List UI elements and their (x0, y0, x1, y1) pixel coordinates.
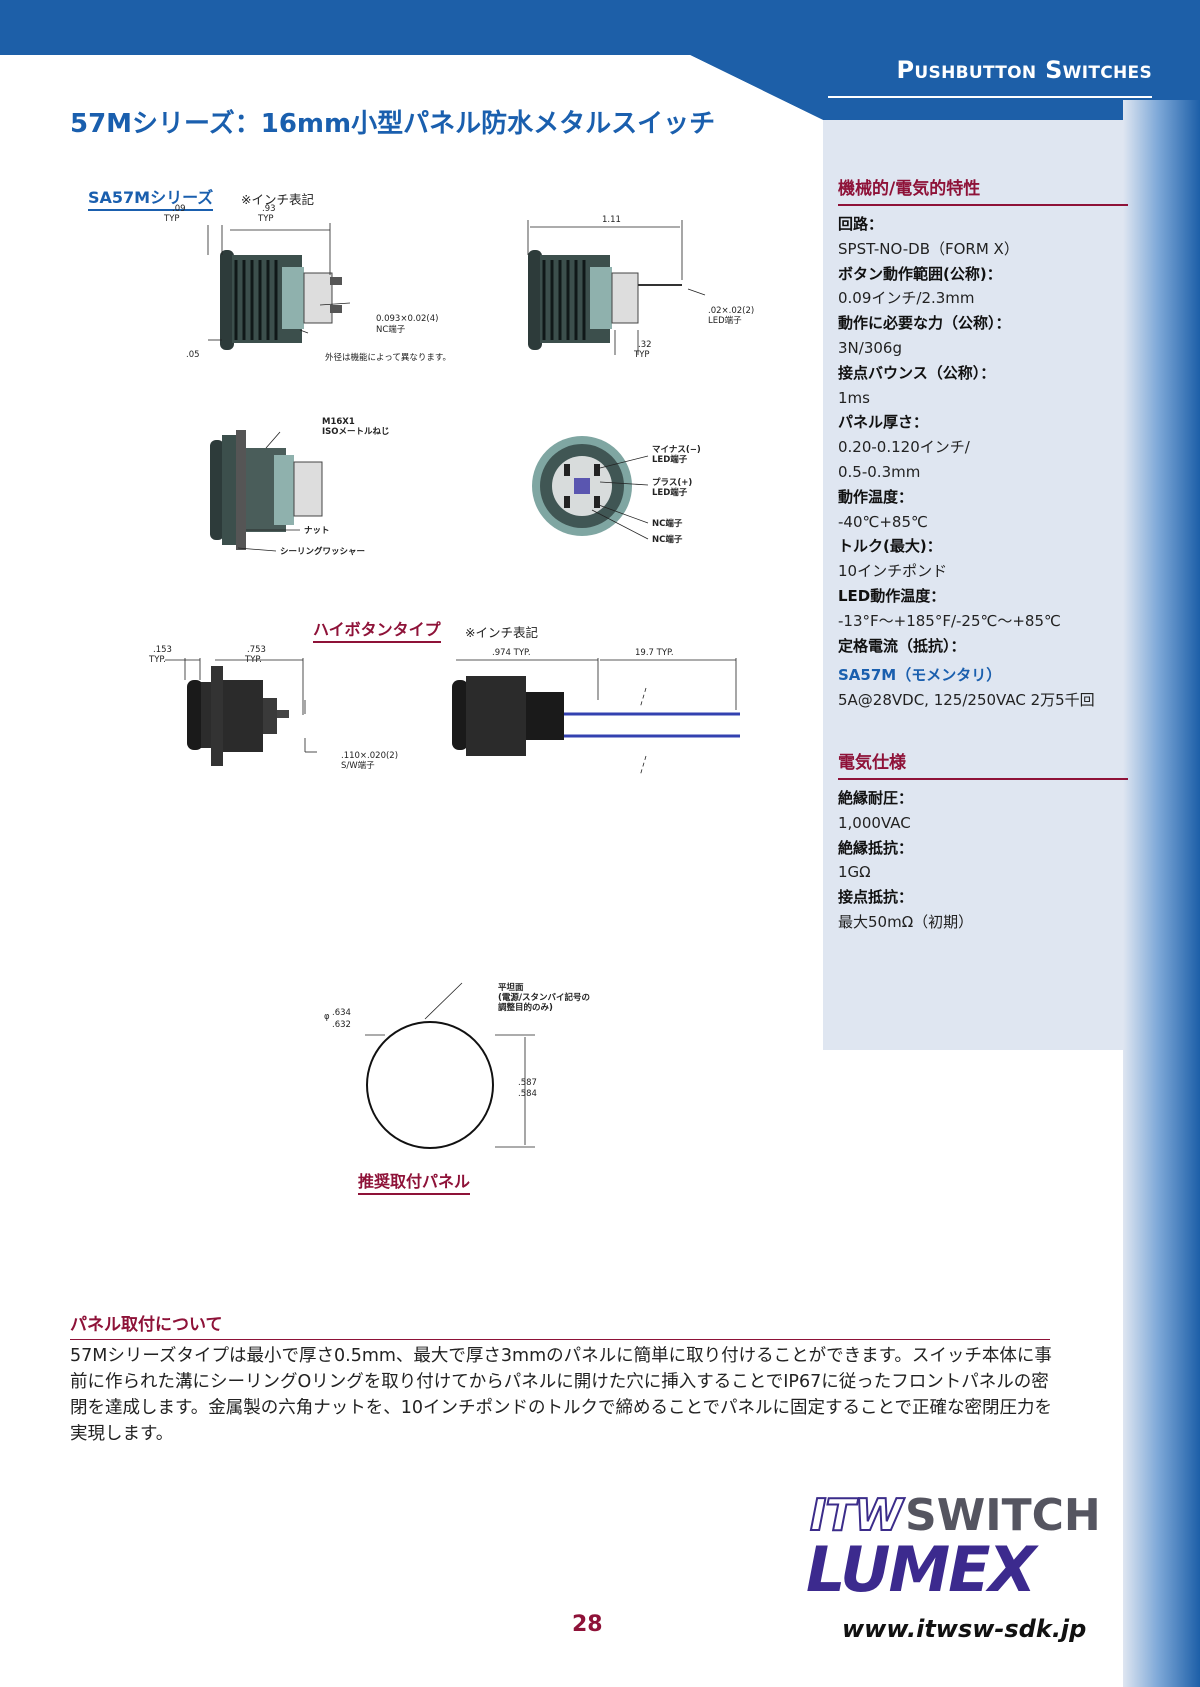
sa57m-nc2: NC端子 (652, 534, 683, 545)
sa57m-section-view: M16X1 ISOメートルねじ ナット シーリングワッシャー (210, 417, 390, 557)
sa57m-d3: .05 (186, 350, 200, 360)
high-button-label: ハイボタンタイプ (313, 616, 441, 643)
panel-mount-title: パネル取付について (70, 1310, 1050, 1340)
sa57m-washer: シーリングワッシャー (280, 546, 365, 557)
high-v1-d1: .153 (153, 645, 172, 655)
category-rule (828, 96, 1152, 98)
sa57m-d2b: TYP (257, 214, 274, 224)
panel-mount-body: 57Mシリーズタイプは最小で厚さ0.5mm、最大で厚さ3mmのパネルに簡単に取り… (70, 1346, 1052, 1444)
spec-rating: SA57M（モメンタリ） 5A@28VDC, 125/250VAC 2万5千回 (838, 663, 1123, 713)
rating-value: 5A@28VDC, 125/250VAC 2万5千回 (838, 690, 1095, 709)
high-v1-term: .110×.020(2) (341, 751, 398, 761)
high-v2-d1: .974 TYP. (492, 648, 531, 658)
sa57m-minus2: LED端子 (652, 454, 688, 465)
panel-cutout-label: 推奨取付パネル (358, 1168, 471, 1195)
header-band (0, 0, 1200, 130)
high-v1-d1b: TYP. (148, 655, 166, 665)
spec-panel-background (823, 120, 1123, 1050)
spec-value: -40℃+85℃ (838, 512, 928, 531)
sa57m-side-view: .09 TYP .93 TYP .05 0.093×0.02(4) NC端子 外… (163, 204, 451, 363)
spec-value: 0.5-0.3mm (838, 462, 921, 481)
footer-url[interactable]: www.itwsw-sdk.jp (842, 1615, 1087, 1643)
spec-value: SPST-NO-DB（FORM X） (838, 239, 1019, 258)
spec-label: 接点抵抗： (838, 888, 914, 907)
logo-lumex: LUMEX (806, 1533, 1036, 1606)
spec-label: LED動作温度： (838, 586, 946, 605)
spec-value: 最大50mΩ（初期） (838, 912, 974, 931)
spec-label: パネル厚さ： (838, 413, 929, 432)
panel-cutout-drawing: 平坦面 (電源/スタンバイ記号の 調整目的のみ) φ .634 .632 .58… (324, 982, 590, 1149)
spec-label: トルク(最大)： (838, 537, 942, 556)
panel-flat2: (電源/スタンバイ記号の (498, 992, 590, 1003)
sa57m-nc1: NC端子 (652, 518, 683, 529)
spec-value: 0.20-0.120インチ/ (838, 438, 970, 457)
high-v2-d2: 19.7 TYP. (635, 648, 674, 658)
panel-h2: .584 (518, 1089, 537, 1099)
sa57m-label: SA57Mシリーズ (88, 184, 214, 211)
sa57m-rear-view: マイナス(−) LED端子 プラス(+) LED端子 NC端子 NC端子 (532, 436, 701, 545)
page-edge-gradient (1123, 100, 1200, 1687)
sa57m-nut: ナット (304, 526, 330, 536)
sa57m-v2-led: .02×.02(2) (708, 306, 754, 316)
sa57m-term2: NC端子 (376, 324, 406, 335)
sa57m-outer: 外径は機能によって異なります。 (325, 352, 451, 363)
high-button-side-view: .153 TYP. .753 TYP. .110×.020(2) S/W端子 (148, 645, 398, 771)
spec-value: 10インチポンド (838, 562, 948, 581)
high-button-note: ※インチ表記 (465, 625, 538, 640)
high-button-wire-view: .974 TYP. 19.7 TYP. (452, 648, 740, 777)
category-title: Pushbutton Switches (896, 56, 1152, 84)
panel-flat3: 調整目的のみ) (498, 1002, 553, 1013)
panel-dia-sym: φ (324, 1012, 330, 1022)
panel-flat: 平坦面 (498, 982, 524, 993)
sa57m-thread2: ISOメートルねじ (322, 427, 390, 437)
high-v1-term2: S/W端子 (341, 760, 375, 771)
spec-label: 絶縁抵抗： (838, 838, 914, 857)
spec-value: 1ms (838, 388, 870, 407)
sa57m-note: ※インチ表記 (241, 192, 314, 207)
spec-label: 動作温度： (838, 487, 914, 506)
high-v1-d2: .753 (247, 645, 266, 655)
spec-label: ボタン動作範囲(公称)： (838, 264, 1002, 283)
rating-label: SA57M（モメンタリ） (838, 666, 1002, 684)
spec-label: 絶縁耐圧： (838, 789, 914, 807)
panel-h1: .587 (518, 1078, 537, 1088)
sa57m-plus: プラス(+) (652, 477, 692, 488)
sa57m-d2: .93 (262, 204, 276, 214)
sa57m-plus2: LED端子 (652, 487, 688, 498)
spec-label: 接点バウンス（公称）： (838, 363, 996, 382)
spec-value: 3N/306g (838, 338, 902, 357)
spec-list-electrical: 絶縁耐圧： 1,000VAC 絶縁抵抗： 1GΩ 接点抵抗： 最大50mΩ（初期） (838, 786, 1123, 935)
spec-list-mechanical: 回路： SPST-NO-DB（FORM X） ボタン動作範囲(公称)： 0.09インチ… (838, 212, 1123, 658)
logo-itw: ITW (809, 1489, 904, 1542)
sa57m-v2-d1: 1.11 (602, 215, 621, 225)
spec-label: 回路： (838, 215, 884, 233)
sa57m-thread: M16X1 (322, 417, 355, 427)
high-v1-d2b: TYP. (244, 655, 262, 665)
page-title: 57Mシリーズ：16mm小型パネル防水メタルスイッチ (70, 109, 716, 139)
spec-label: 動作に必要な力（公称）： (838, 314, 1011, 333)
sa57m-term: 0.093×0.02(4) (376, 314, 438, 324)
sa57m-v2-d2: .32 (638, 340, 652, 350)
sa57m-side-view-2: 1.11 .02×.02(2) LED端子 .32 TYP (527, 215, 754, 360)
sa57m-d1: .09 (172, 204, 186, 214)
panel-dia2: .632 (332, 1020, 351, 1030)
sa57m-v2-d2b: TYP (633, 350, 650, 360)
page-number: 28 (572, 1612, 603, 1637)
spec-label: 定格電流（抵抗）： (838, 636, 966, 655)
spec-section-electrical: 電気仕様 (838, 748, 1128, 780)
panel-dia1: .634 (332, 1008, 351, 1018)
spec-value: 0.09インチ/2.3mm (838, 289, 975, 308)
spec-value: 1GΩ (838, 863, 871, 882)
logo-switch: SWITCH (905, 1490, 1101, 1541)
sa57m-v2-led2: LED端子 (708, 315, 742, 326)
sa57m-minus: マイナス(−) (652, 445, 701, 455)
spec-value: -13°F〜+185°F/-25℃〜+85℃ (838, 611, 1061, 630)
sa57m-d1b: TYP (163, 214, 180, 224)
spec-value: 1,000VAC (838, 813, 911, 832)
spec-section-mechanical: 機械的/電気的特性 (838, 174, 1128, 206)
